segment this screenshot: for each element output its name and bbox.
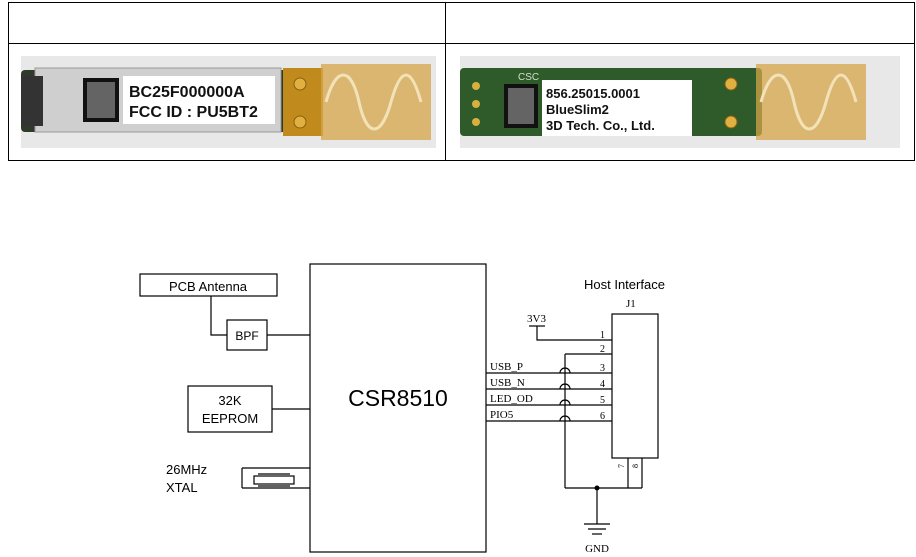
pin-number: 4 (600, 379, 605, 390)
pin-number: 1 (600, 330, 605, 341)
pin-number: 6 (600, 411, 605, 422)
mount-pin-number: 7 (617, 464, 626, 468)
host-interface-label: Host Interface (584, 277, 665, 292)
chip-label: CSR8510 (348, 385, 448, 411)
pin-number: 2 (600, 344, 605, 355)
mount-pin-number: 8 (631, 464, 640, 468)
eeprom-size-label: 32K (218, 393, 241, 408)
j1-connector-box (612, 314, 658, 458)
bpf-label: BPF (235, 329, 258, 343)
eeprom-label: EEPROM (202, 411, 258, 426)
signal-usb-n-label: USB_N (490, 377, 525, 389)
crystal-icon (254, 476, 294, 484)
power-label: 3V3 (527, 313, 546, 325)
signal-usb-p-label: USB_P (490, 361, 523, 373)
pin-number: 5 (600, 395, 605, 406)
pin-number: 3 (600, 363, 605, 374)
connector-label: J1 (626, 298, 636, 310)
signal-pio5-label: PIO5 (490, 409, 514, 421)
crystal-frequency-label: 26MHz (166, 462, 207, 477)
ground-label: GND (585, 543, 609, 555)
signal-led-od-label: LED_OD (490, 393, 533, 405)
pcb-antenna-label: PCB Antenna (169, 279, 248, 294)
crystal-label: XTAL (166, 480, 198, 495)
